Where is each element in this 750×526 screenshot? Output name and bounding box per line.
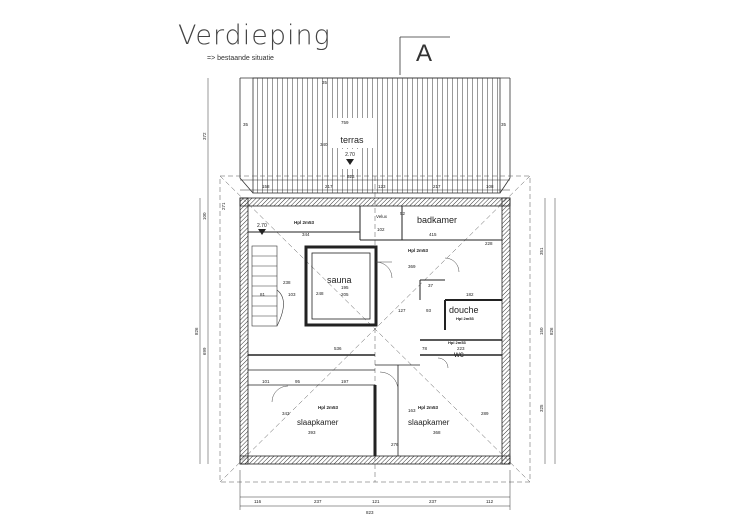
dim-terras-top: 35 xyxy=(322,80,328,85)
room-slaapkamer-left: slaapkamer xyxy=(297,418,339,427)
dim-368: 368 xyxy=(433,430,441,435)
dim-393: 393 xyxy=(308,430,316,435)
dim-stair-w: 103 xyxy=(288,292,296,297)
dim-101: 101 xyxy=(262,379,270,384)
dim-top-seg-1: 158 xyxy=(262,184,270,189)
right-dimension-chain xyxy=(544,198,556,464)
room-badkamer: badkamer xyxy=(417,215,457,225)
level-marker-stair xyxy=(258,229,266,235)
height-upper-left: Hpl 2m53 xyxy=(294,220,315,225)
sheet-label: A xyxy=(416,40,433,67)
dim-right-offset: 35 xyxy=(501,122,507,127)
dim-hall-h: 369 xyxy=(408,264,416,269)
dim-right-3: 325 xyxy=(539,404,544,412)
dim-sauna-b: 205 xyxy=(341,292,349,297)
dim-right-1: 351 xyxy=(539,247,544,255)
dim-badkamer-width: 415 xyxy=(429,232,437,237)
dim-right-4: 826 xyxy=(549,327,554,335)
room-wc: wc xyxy=(453,350,464,359)
sheet-frame xyxy=(399,36,450,75)
height-douche: Hpl 2m53 xyxy=(456,316,475,321)
terrace: terras 2.70 35 759 340 35 35 xyxy=(239,77,511,194)
outer-walls xyxy=(239,197,511,465)
room-velux: Velux xyxy=(376,214,388,219)
dim-289: 289 xyxy=(481,411,489,416)
dim-93: 93 xyxy=(426,308,432,313)
height-hall: Hpl 2m53 xyxy=(408,248,429,253)
dim-276: 276 xyxy=(391,442,399,447)
level-terras: 2.70 xyxy=(345,152,355,158)
height-slaapkamer-left: Hpl 2m53 xyxy=(318,405,339,410)
dim-left-offset: 35 xyxy=(243,122,249,127)
dim-223: 223 xyxy=(457,346,465,351)
dim-left-5: 826 xyxy=(194,327,199,335)
dim-left-2: 100 xyxy=(202,212,207,220)
dim-163: 163 xyxy=(408,408,416,413)
dim-terras-width: 759 xyxy=(341,120,349,125)
dim-536: 536 xyxy=(334,346,342,351)
dim-top-seg-3: 123 xyxy=(378,184,386,189)
page-title: Verdieping xyxy=(178,20,331,51)
dim-terras-depth: 340 xyxy=(320,142,328,147)
height-slaapkamer-right: Hpl 2m53 xyxy=(418,405,439,410)
dim-bottom-seg-5: 112 xyxy=(486,499,494,504)
dim-overall-top: 823 xyxy=(347,174,355,179)
dim-left-3: 271 xyxy=(221,202,226,210)
dim-velux-width: 102 xyxy=(377,227,385,232)
page-subtitle: => bestaande situatie xyxy=(207,55,274,62)
level-stair: 2.70 xyxy=(257,223,267,229)
dim-bottom-seg-4: 237 xyxy=(429,499,437,504)
bottom-dimension-chain xyxy=(239,470,511,510)
dim-37: 37 xyxy=(428,283,434,288)
dim-bottom-seg-1: 116 xyxy=(254,499,262,504)
dim-78: 78 xyxy=(422,346,428,351)
dim-bottom-seg-2: 237 xyxy=(314,499,322,504)
dim-343: 343 xyxy=(282,411,290,416)
dim-top-seg-5: 108 xyxy=(486,184,494,189)
interior-dimensions: 344 102 52 415 228 369 195 205 248 103 2… xyxy=(260,211,493,447)
interior-walls xyxy=(248,206,502,456)
dim-velux-h: 52 xyxy=(400,211,406,216)
dim-top-seg-4: 217 xyxy=(433,184,441,189)
room-douche: douche xyxy=(449,305,479,315)
dim-182: 182 xyxy=(466,292,474,297)
roof-dashed-lines xyxy=(219,175,531,483)
dim-left-4: 699 xyxy=(202,347,207,355)
dim-right-2: 150 xyxy=(539,327,544,335)
dim-sauna-a: 195 xyxy=(341,285,349,290)
dim-top-seg-2: 217 xyxy=(325,184,333,189)
dim-127: 127 xyxy=(398,308,406,313)
door-swings xyxy=(271,257,460,403)
dim-stair-h: 238 xyxy=(283,280,291,285)
dim-overall-bottom: 823 xyxy=(366,510,374,515)
left-dimension-chain xyxy=(199,78,209,464)
dim-stair-x: 81 xyxy=(260,292,266,297)
dim-sauna-c: 248 xyxy=(316,291,324,296)
staircase xyxy=(251,245,284,327)
dim-bottom-seg-3: 121 xyxy=(372,499,380,504)
dim-badkamer-h: 228 xyxy=(485,241,493,246)
room-terras: terras xyxy=(340,135,364,145)
dim-upper-left-width: 344 xyxy=(302,232,310,237)
dim-95: 95 xyxy=(295,379,301,384)
room-sauna: sauna xyxy=(327,275,352,285)
room-slaapkamer-right: slaapkamer xyxy=(408,418,450,427)
dim-left-1: 372 xyxy=(202,132,207,140)
height-wc: Hpl 2m53 xyxy=(448,340,467,345)
level-marker-terras xyxy=(346,159,354,165)
dim-197: 197 xyxy=(341,379,349,384)
